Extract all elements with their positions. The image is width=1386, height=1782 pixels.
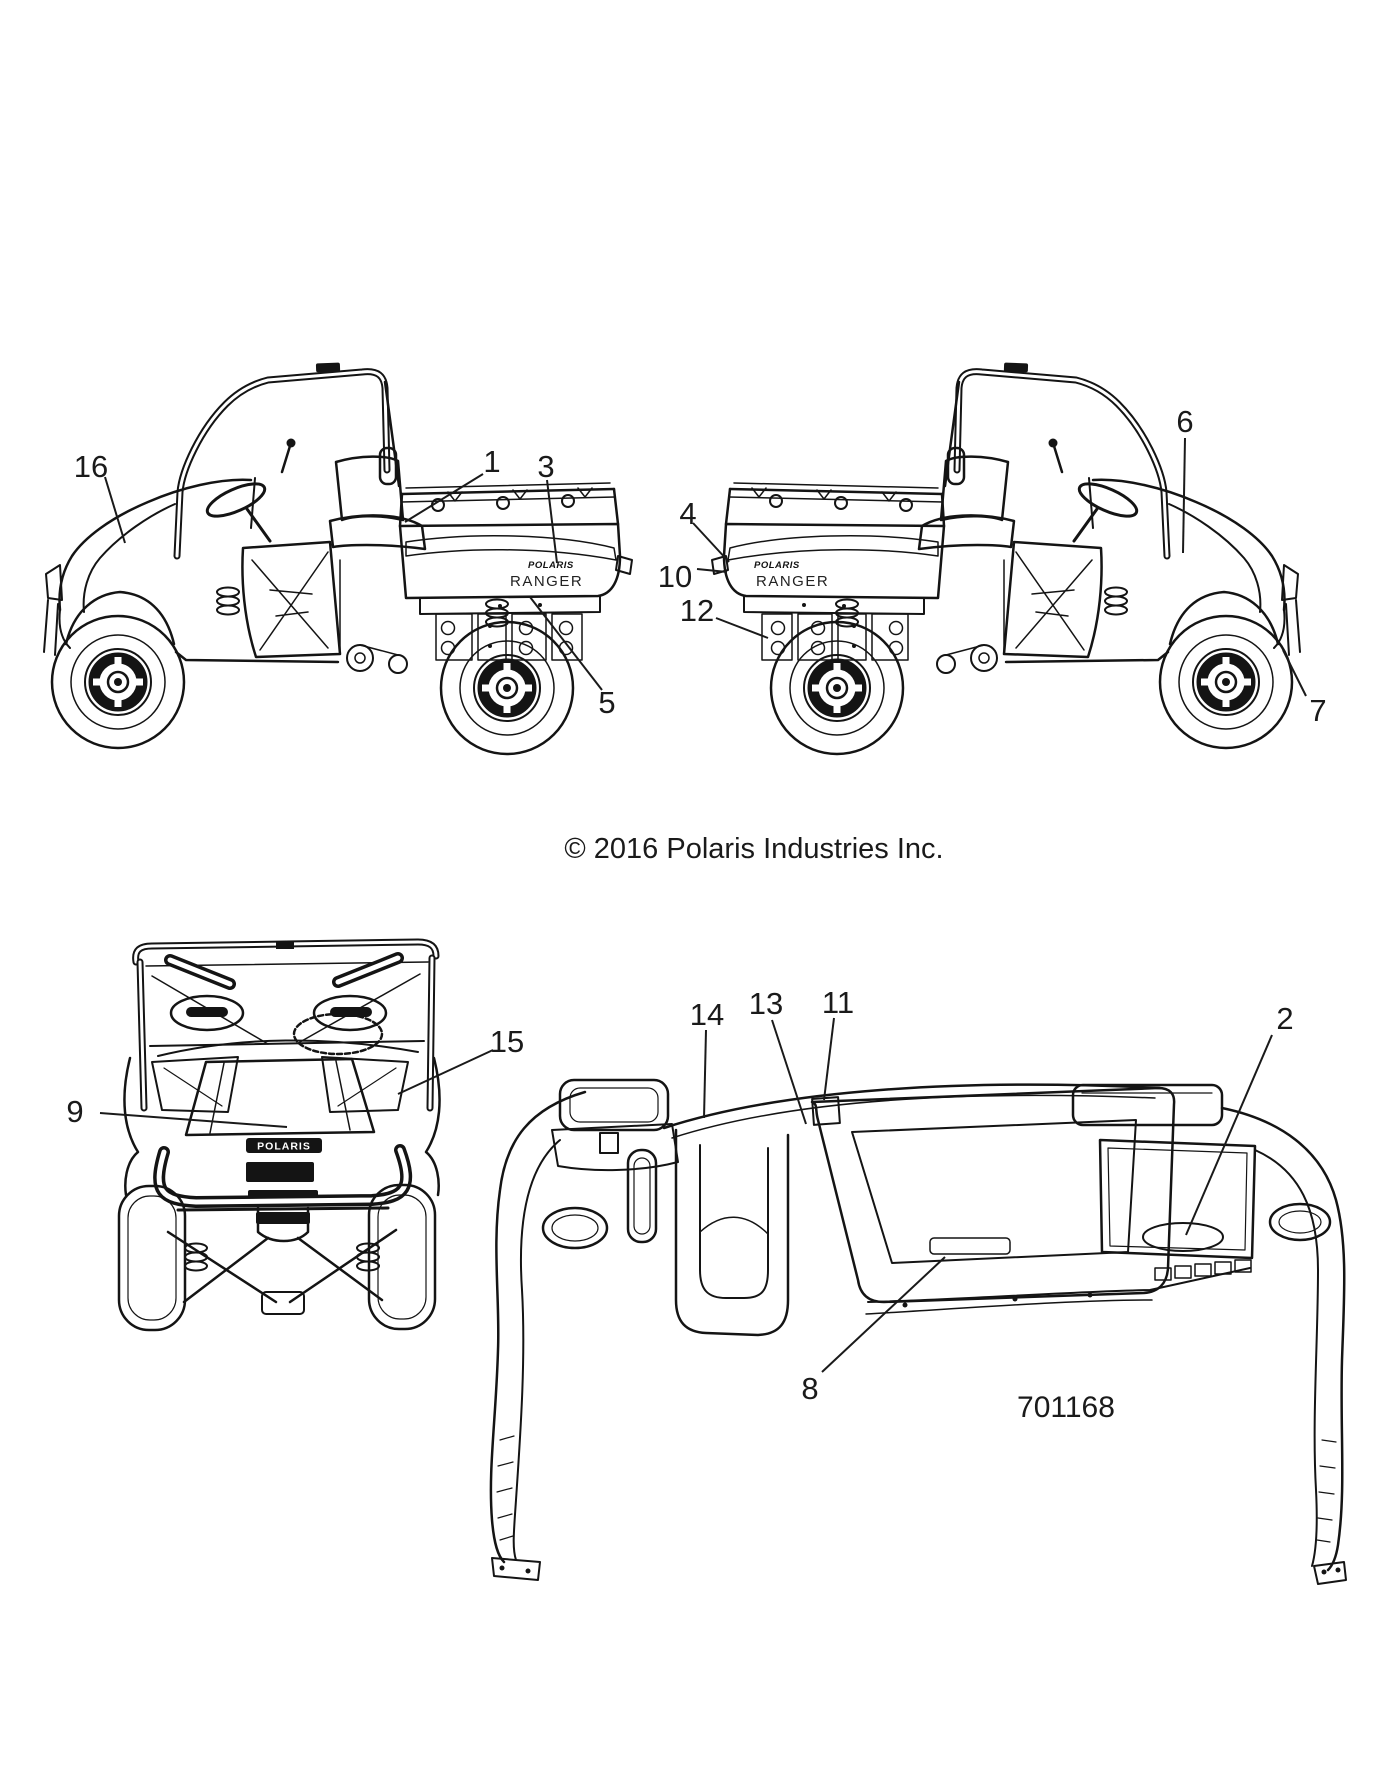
callout-9: 9	[66, 1094, 83, 1129]
bed-model-decal-left: RANGER	[510, 573, 583, 590]
callout-leader-lines	[99, 437, 1307, 1373]
front-bumper-bar	[176, 1206, 390, 1212]
callout-16: 16	[74, 449, 108, 484]
hood-front	[184, 1057, 376, 1137]
callout-numbers: 16 1 3 5 4 10 12 6 7 9 15 14 13 11 2 8	[66, 404, 1326, 1406]
left-pod	[169, 994, 245, 1032]
side-view-right: POLARIS RANGER	[712, 363, 1300, 754]
grille-brand-plate	[246, 1138, 322, 1153]
front-view: POLARIS	[117, 938, 441, 1332]
bed-model-decal-right: RANGER	[756, 573, 829, 590]
callout-12: 12	[680, 593, 714, 628]
dash-body-view	[489, 1078, 1347, 1585]
callout-6: 6	[1176, 404, 1193, 439]
callout-1: 1	[483, 444, 500, 479]
part-number: 701168	[1017, 1391, 1115, 1424]
callout-8: 8	[801, 1371, 818, 1406]
callout-7: 7	[1309, 693, 1326, 728]
callout-13: 13	[749, 986, 783, 1021]
left-foot-bracket	[491, 1557, 541, 1581]
callout-10: 10	[658, 559, 692, 594]
grille-brand-decal: POLARIS	[257, 1141, 311, 1153]
side-view-left: POLARIS RANGER	[44, 363, 632, 754]
left-top-block	[558, 1078, 670, 1132]
callout-15: 15	[490, 1024, 524, 1059]
callout-3: 3	[537, 449, 554, 484]
callout-4: 4	[679, 496, 696, 531]
glovebox-panel	[1098, 1138, 1257, 1260]
bed-brand-decal-left: POLARIS	[528, 560, 574, 571]
right-top-block	[1071, 1083, 1224, 1127]
callout-5: 5	[598, 685, 615, 720]
glovebox-oval-decal	[1142, 1222, 1224, 1252]
callout-14: 14	[690, 997, 724, 1032]
bed-brand-decal-right: POLARIS	[754, 560, 800, 571]
decal-square-left	[599, 1132, 619, 1154]
callout-2: 2	[1276, 1001, 1293, 1036]
left-cupholder	[541, 1206, 609, 1250]
left-grab-handle	[626, 1148, 658, 1244]
windshield-opening-frame	[810, 1086, 1176, 1304]
grille-upper	[246, 1162, 314, 1182]
callout-11: 11	[822, 985, 854, 1020]
right-pod	[312, 994, 388, 1032]
steering-wheel-front	[292, 1012, 384, 1056]
right-foot-bracket	[1313, 1561, 1347, 1585]
right-cupholder	[1268, 1202, 1332, 1242]
vent-slats	[1154, 1259, 1252, 1281]
copyright-text: © 2016 Polaris Industries Inc.	[564, 833, 943, 865]
